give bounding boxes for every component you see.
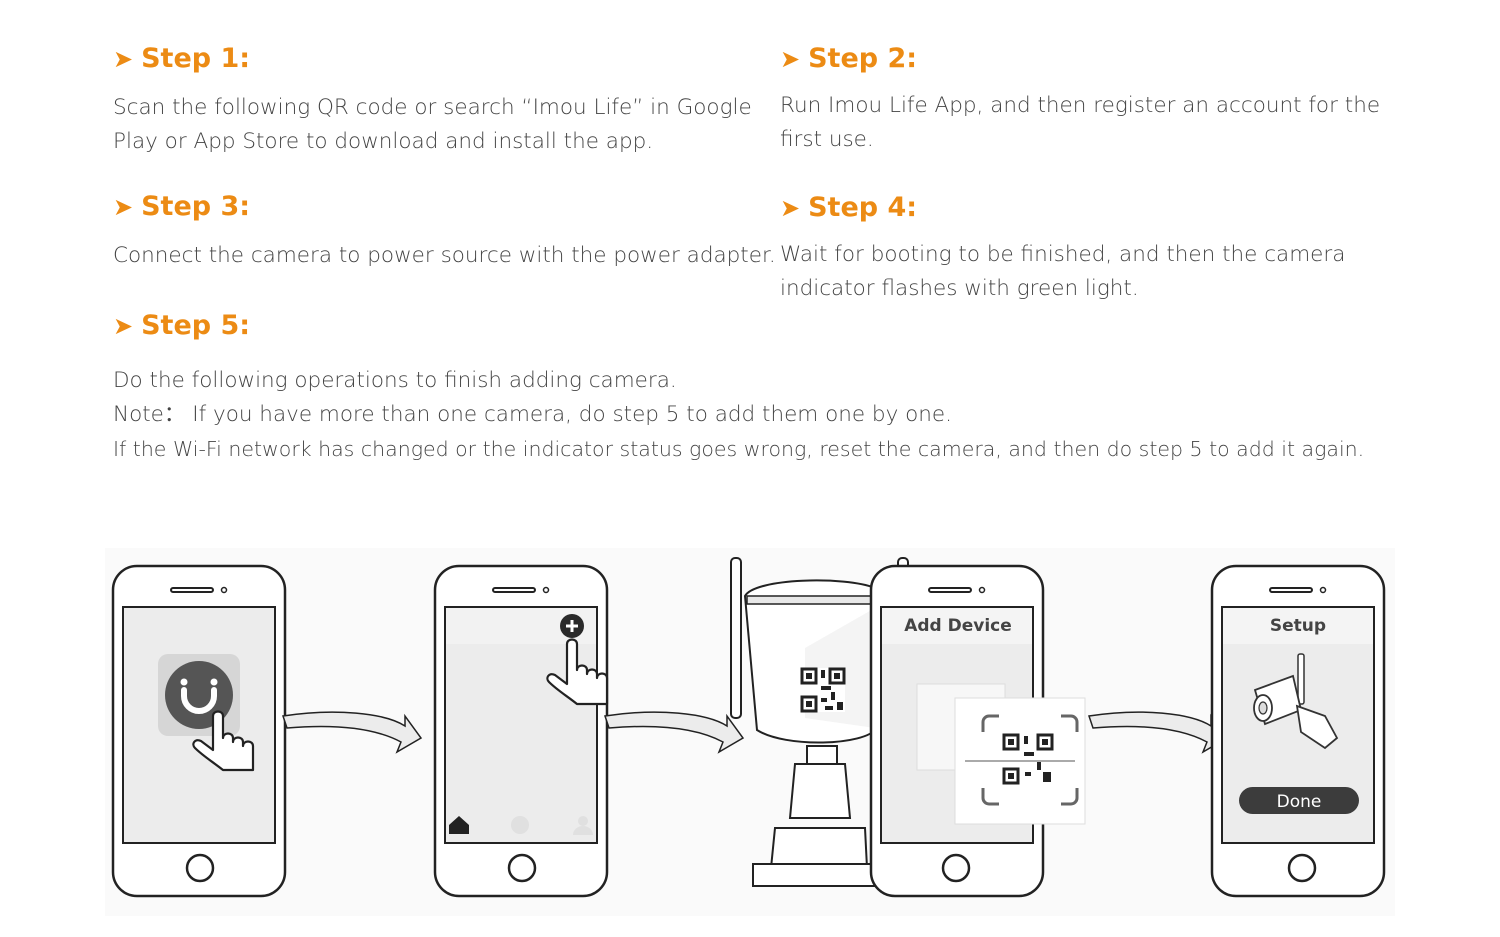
flow-arrow-2 [604, 711, 745, 754]
camera-qr-code-icon [800, 667, 846, 713]
step-1-heading: ➤Step 1: [113, 43, 752, 75]
step-3-body: Connect the camera to power source with … [113, 239, 776, 273]
step-1-body: Scan the following QR code or search “Im… [113, 91, 752, 159]
camera-mount-base [752, 863, 878, 887]
arrow-right-icon: ➤ [780, 45, 801, 73]
step-2-line-1: Run Imou Life App, and then register an … [780, 93, 1381, 118]
step-1-title: Step 1: [141, 43, 251, 74]
setup-title: Setup [1270, 616, 1326, 636]
step-3-line-1: Connect the camera to power source with … [113, 243, 776, 268]
phone-1 [111, 564, 287, 898]
step-2-title: Step 2: [808, 43, 918, 74]
step-1: ➤Step 1: Scan the following QR code or s… [113, 43, 752, 159]
step-5-heading: ➤Step 5: [113, 310, 1364, 342]
step-5: ➤Step 5: Do the following operations to … [113, 310, 1364, 466]
step-2-line-2: first use. [780, 127, 874, 152]
step-4-body: Wait for booting to be finished, and the… [780, 238, 1345, 306]
step-5-title: Step 5: [141, 310, 251, 341]
message-icon [511, 816, 529, 834]
home-icon [449, 816, 469, 834]
step-2-heading: ➤Step 2: [780, 43, 1380, 75]
scan-qr-code-icon [1002, 733, 1054, 785]
user-icon [573, 816, 593, 835]
flow-arrow-1 [282, 711, 423, 754]
phone-4: Setup Done [1210, 564, 1386, 898]
step-2-body: Run Imou Life App, and then register an … [780, 89, 1380, 157]
tap-hand-icon [546, 638, 609, 706]
step-5-body: Do the following operations to finish ad… [113, 364, 1364, 466]
step-4-heading: ➤Step 4: [780, 192, 1345, 224]
step-3-title: Step 3: [141, 191, 251, 222]
camera-illustration [730, 557, 909, 887]
phone-2 [433, 564, 609, 898]
arrow-right-icon: ➤ [113, 45, 134, 73]
arrow-right-icon: ➤ [113, 312, 134, 340]
setup-illustration: Add Device [105, 548, 1395, 916]
step-1-line-1: Scan the following QR code or search “Im… [113, 95, 752, 120]
add-plus-icon [560, 614, 584, 638]
done-button-label: Done [1277, 792, 1322, 812]
step-2: ➤Step 2: Run Imou Life App, and then reg… [780, 43, 1380, 157]
step-1-line-2: Play or App Store to download and instal… [113, 129, 654, 154]
step-4-line-2: indicator flashes with green light. [780, 276, 1139, 301]
step-5-line-1: Do the following operations to finish ad… [113, 368, 677, 393]
step-3: ➤Step 3: Connect the camera to power sou… [113, 191, 776, 273]
step-5-line-2: Note： If you have more than one camera, … [113, 402, 952, 427]
qr-scanner-panel [954, 697, 1086, 825]
step-4: ➤Step 4: Wait for booting to be finished… [780, 192, 1345, 306]
step-4-title: Step 4: [808, 192, 918, 223]
camera-antenna-left [730, 557, 742, 719]
add-device-title: Add Device [904, 616, 1012, 636]
tap-hand-icon [192, 710, 255, 772]
done-button[interactable] [1239, 787, 1359, 814]
step-5-line-3: If the Wi-Fi network has changed or the … [113, 437, 1365, 461]
step-4-line-1: Wait for booting to be finished, and the… [780, 242, 1346, 267]
step-3-heading: ➤Step 3: [113, 191, 776, 223]
phone-3: Add Device [869, 564, 1086, 898]
camera-thumbnail-icon [1253, 653, 1339, 750]
arrow-right-icon: ➤ [780, 194, 801, 222]
arrow-right-icon: ➤ [113, 193, 134, 221]
